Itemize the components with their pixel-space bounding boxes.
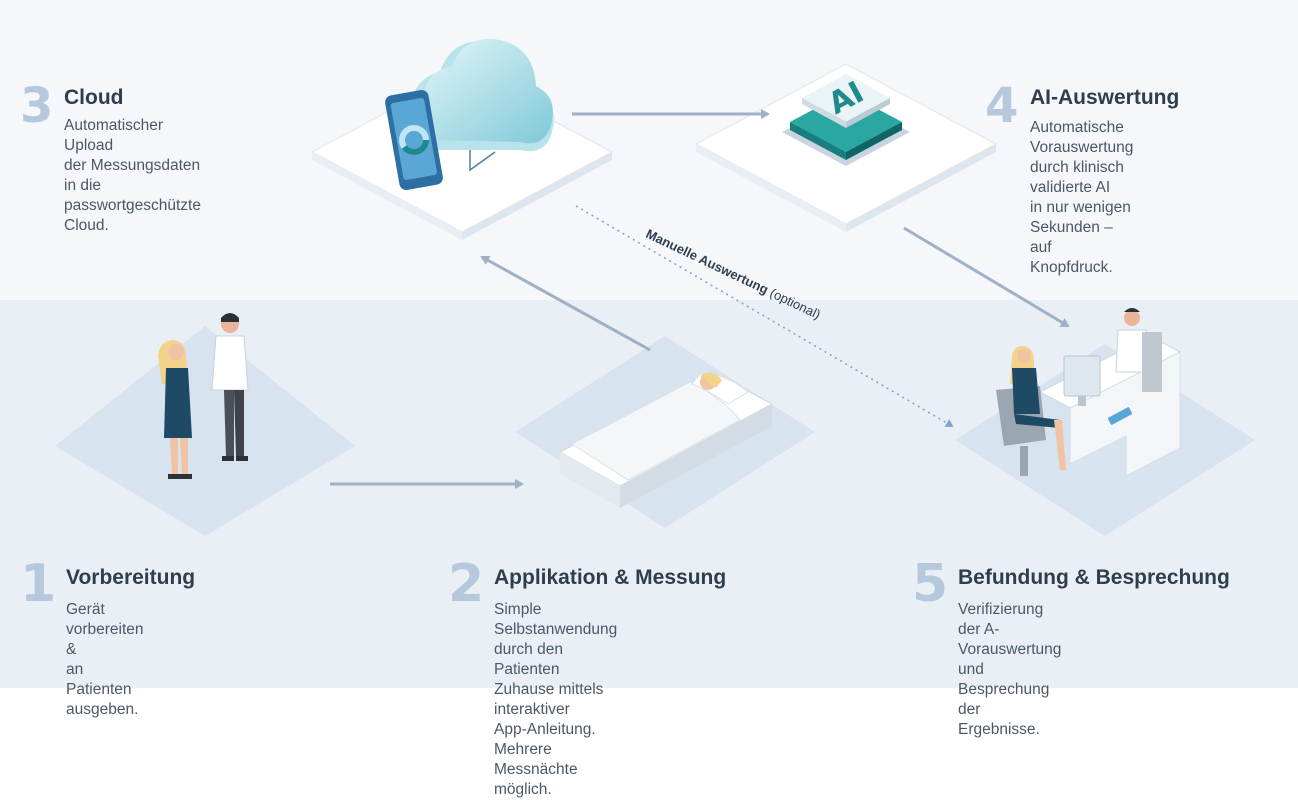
step-title: Befundung & Besprechung — [958, 566, 1230, 589]
step-number: 1 — [20, 554, 57, 614]
arrow-application-to-cloud — [480, 255, 651, 352]
top-background — [0, 0, 1298, 300]
ai-chip-icon: AI — [782, 74, 910, 166]
bed-icon — [558, 371, 774, 508]
step-number: 4 — [985, 78, 1019, 134]
step-number: 3 — [20, 78, 54, 134]
step-number: 5 — [912, 554, 949, 614]
step-description: Verifizierung der A-Vorauswertung und Be… — [958, 601, 1062, 738]
step-description: Automatische Vorauswertung durch klinisc… — [1030, 119, 1134, 276]
step-title: Vorbereitung — [66, 566, 196, 589]
flow-arrows — [330, 109, 1070, 489]
step-number: 2 — [448, 554, 485, 614]
consultation-scene — [996, 308, 1182, 477]
step-title: Applikation & Messung — [494, 566, 727, 589]
step-title: AI-Auswertung — [1030, 86, 1180, 109]
illustration-layer: AI — [55, 39, 1255, 536]
phone-icon — [385, 90, 443, 190]
arrow-ai-to-findings — [903, 226, 1070, 328]
step-description: Gerät vorbereiten & an Patienten ausgebe… — [66, 601, 144, 718]
patient-figure-1 — [158, 340, 192, 479]
step-title: Cloud — [64, 86, 124, 109]
doctor-figure-1 — [211, 313, 249, 461]
step-description: Automatischer Upload der Messungsdaten i… — [64, 117, 201, 234]
step-description: Simple Selbstanwendung durch den Patient… — [494, 601, 618, 798]
arrow-manual-evaluation — [575, 205, 954, 428]
preparation-platform — [55, 326, 355, 536]
cloud-icon — [407, 39, 554, 172]
